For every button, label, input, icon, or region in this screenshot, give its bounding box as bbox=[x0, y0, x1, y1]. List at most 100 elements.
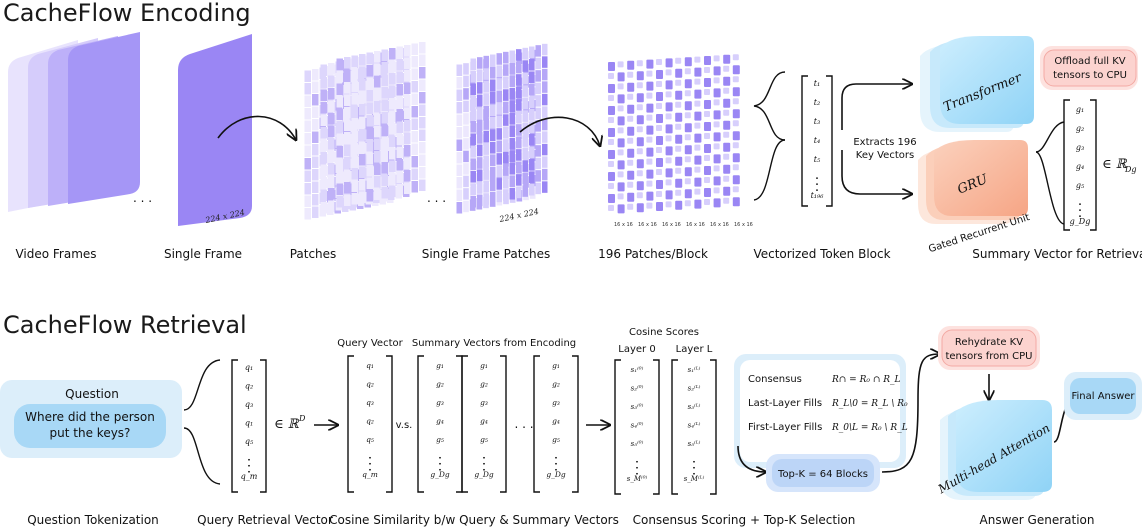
patch-block-cell bbox=[627, 203, 634, 210]
vector-ellipsis-dot bbox=[693, 460, 695, 463]
patch-cell bbox=[351, 130, 358, 142]
patch-cell bbox=[483, 193, 489, 205]
patch-cell bbox=[396, 171, 403, 183]
token-block-brace bbox=[753, 71, 786, 141]
patch-cell bbox=[529, 96, 535, 108]
patch-cell bbox=[529, 146, 535, 158]
patch-block-cell bbox=[684, 200, 691, 207]
vector-ellipsis-dot bbox=[248, 464, 250, 467]
patch-cell bbox=[516, 161, 522, 174]
patch-cell bbox=[374, 138, 381, 150]
patch-block-cell bbox=[627, 192, 635, 202]
summary-entry: g_Dg bbox=[1070, 217, 1091, 226]
patch-cell bbox=[389, 185, 396, 197]
patch-block-cell bbox=[627, 126, 635, 136]
patch-cell bbox=[419, 117, 426, 129]
patch-cell bbox=[359, 141, 366, 153]
patch-block-cell bbox=[617, 72, 625, 82]
patch-cell bbox=[483, 105, 489, 118]
patch-block-cell bbox=[694, 177, 702, 187]
vector-ellipsis-dot bbox=[248, 458, 250, 461]
patch-block-cell bbox=[608, 172, 615, 181]
patch-cell bbox=[312, 94, 319, 106]
patch-cell bbox=[381, 187, 388, 199]
patch-cell bbox=[336, 146, 343, 158]
patch-block-cell bbox=[732, 197, 740, 207]
patch-cell bbox=[389, 48, 396, 60]
patch-cell bbox=[312, 144, 319, 156]
score-columns: s₁⁽⁰⁾s₂⁽⁰⁾s₃⁽⁰⁾s₄⁽⁰⁾s₅⁽⁰⁾s_M⁽⁰⁾s₁⁽ᴸ⁾s₂⁽ᴸ… bbox=[614, 359, 717, 495]
patch-block-cell bbox=[713, 66, 721, 76]
patch-block-cell bbox=[723, 153, 730, 160]
patch-cell bbox=[404, 157, 411, 169]
patch-block-cell bbox=[656, 103, 662, 109]
patch-block-cell bbox=[732, 120, 739, 127]
cosine-col-entry: g₁ bbox=[480, 361, 488, 370]
patch-cell bbox=[503, 76, 509, 89]
patch-block-cell bbox=[713, 165, 720, 172]
patch-block-cell bbox=[704, 100, 711, 109]
patch-cell bbox=[463, 125, 469, 138]
patch-block-cell bbox=[675, 200, 683, 210]
patch-cell bbox=[483, 180, 489, 193]
vector-ellipsis-dot bbox=[693, 472, 695, 475]
frame-to-patches-arrow bbox=[217, 115, 296, 140]
patch-block-cell bbox=[732, 153, 740, 163]
patch-cell bbox=[522, 85, 528, 97]
patch-block-cell bbox=[656, 158, 663, 167]
token-entry: t₁₉₆ bbox=[811, 191, 825, 200]
patch-cell bbox=[456, 177, 463, 189]
patch-cell bbox=[336, 96, 343, 108]
caption-patches: Patches bbox=[290, 247, 337, 261]
patch-block-cell bbox=[675, 68, 683, 78]
patch-cell bbox=[389, 85, 396, 97]
patch-cell bbox=[483, 143, 489, 155]
patch-cell bbox=[304, 170, 311, 182]
patch-cell bbox=[359, 129, 366, 141]
patch-cell bbox=[396, 71, 403, 83]
patch-cell bbox=[381, 49, 388, 61]
patch-cell bbox=[456, 139, 463, 151]
summary-space: ∈ ℝ bbox=[1102, 157, 1128, 172]
patch-cell bbox=[389, 60, 396, 72]
patch-cell bbox=[374, 163, 381, 175]
frames-ellipsis: . . . bbox=[133, 191, 152, 205]
patch-cell bbox=[463, 75, 469, 88]
patch-cell bbox=[456, 89, 463, 101]
patch-cell bbox=[516, 174, 522, 186]
patch-cell bbox=[359, 54, 366, 66]
patch-cell bbox=[320, 139, 327, 151]
score-entry: s₃⁽⁰⁾ bbox=[631, 402, 644, 411]
patch-block-cell bbox=[713, 88, 721, 98]
patch-block-cell bbox=[608, 139, 614, 145]
patch-cell bbox=[542, 181, 548, 193]
summary-vectors-label: Summary Vectors from Encoding bbox=[412, 338, 576, 349]
to-gru-arrow bbox=[841, 150, 912, 194]
query-space-sup: D bbox=[298, 414, 306, 423]
patch-cell bbox=[516, 49, 522, 61]
patch-block-cell bbox=[675, 90, 683, 100]
patch-block-cell bbox=[608, 95, 614, 101]
patch-block-cell bbox=[723, 76, 731, 86]
score-entry: s₄⁽ᴸ⁾ bbox=[688, 421, 701, 430]
patch-block-cell bbox=[656, 169, 662, 175]
vector-ellipsis-dot bbox=[1079, 209, 1081, 212]
patch-block-cell bbox=[665, 146, 673, 156]
patch-block-cell bbox=[636, 82, 643, 89]
vector-ellipsis-dot bbox=[693, 466, 695, 469]
patch-cell bbox=[312, 156, 319, 168]
patch-cell bbox=[463, 113, 469, 125]
patch-cell bbox=[490, 92, 496, 104]
vector-ellipsis-dot bbox=[439, 468, 441, 471]
patch-cell bbox=[463, 100, 469, 113]
patch-block-cell bbox=[713, 198, 721, 208]
vector-ellipsis-dot bbox=[555, 456, 557, 459]
patch-cell bbox=[490, 129, 496, 141]
query-entry: q₁ bbox=[245, 363, 253, 372]
patch-cell bbox=[411, 43, 418, 55]
patch-cell bbox=[374, 113, 381, 125]
patch-cell bbox=[490, 117, 496, 129]
frame-patch-grid-front bbox=[470, 43, 548, 208]
